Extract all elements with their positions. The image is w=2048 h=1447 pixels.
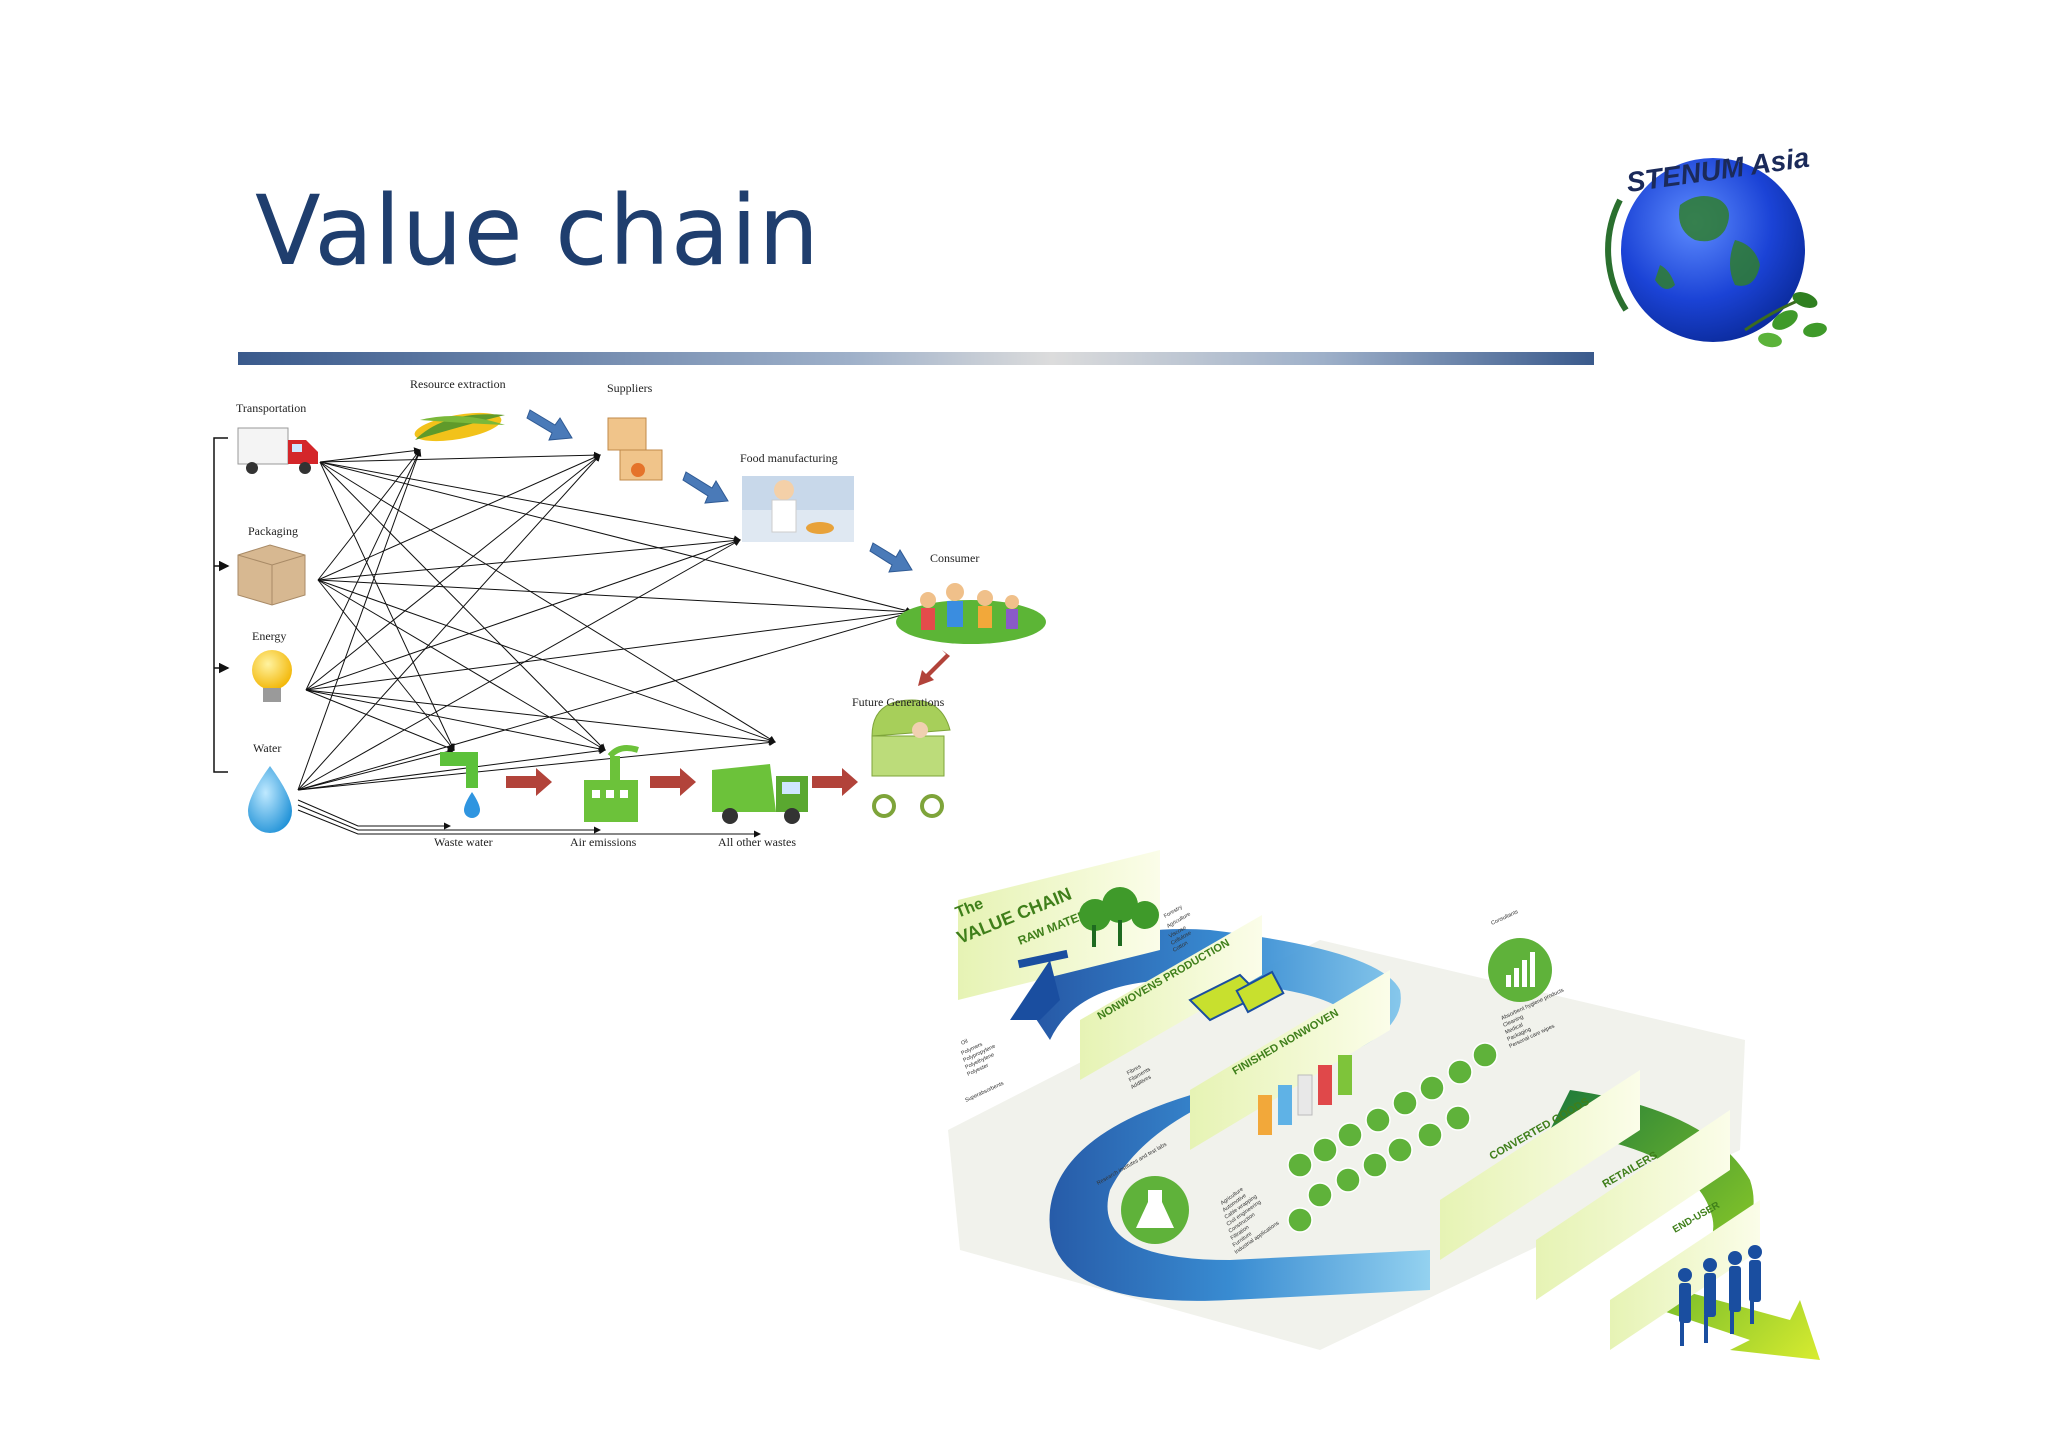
trees-icon [1079, 887, 1159, 947]
baseline-arrow-1 [297, 804, 601, 834]
title-divider [238, 352, 1594, 365]
label-all-other-wastes: All other wastes [718, 835, 796, 849]
network-arrow-3-2 [297, 539, 741, 791]
product-circle-icon [1362, 1152, 1388, 1178]
nonwovens-machine-icon [1188, 970, 1285, 1022]
label-resource-extraction: Resource extraction [410, 377, 506, 391]
product-circle-icon [1472, 1042, 1498, 1068]
corn-icon [414, 412, 505, 442]
input-network-arrows [297, 447, 913, 838]
superabsorbents-label: Superabsorbents [964, 1081, 1005, 1104]
network-arrow-3-5 [297, 747, 606, 791]
product-circle-icon [1419, 1075, 1445, 1101]
truck-icon [237, 427, 318, 474]
network-arrow-0-1 [319, 451, 601, 463]
network-arrow-3-1 [297, 454, 601, 791]
chain-arrows [526, 409, 913, 573]
product-circle-icon [1287, 1207, 1313, 1233]
network-arrow-0-2 [319, 461, 741, 543]
network-arrow-2-0 [305, 449, 421, 691]
small-text-lists: ViscoseCelluloseCottonPolymersPolypropyl… [960, 925, 1565, 1256]
consultants-chart-icon [1488, 938, 1552, 1002]
product-circle-icon [1392, 1090, 1418, 1116]
product-circle-icon [1337, 1122, 1363, 1148]
label-future-generations: Future Generations [852, 695, 945, 709]
network-arrow-0-5 [319, 461, 606, 751]
box-icon [237, 544, 306, 606]
network-arrow-1-2 [317, 537, 741, 581]
product-circle-icon [1335, 1167, 1361, 1193]
left-bracket-connector [213, 437, 230, 773]
slide-title: Value chain [255, 175, 821, 287]
nonwovens-value-chain-illustration: RAW MATERIAL NONWOVENS PRODUCTION FINISH… [948, 850, 1820, 1360]
waste-arrows [506, 650, 950, 796]
baseline-arrow-0 [297, 799, 451, 830]
supplier-boxes-icon [607, 417, 663, 481]
fabric-rolls-icon [1258, 1055, 1352, 1135]
light-bulb-icon [252, 650, 292, 702]
label-suppliers: Suppliers [607, 381, 653, 395]
product-icons [1287, 1042, 1498, 1233]
label-water: Water [253, 741, 281, 755]
stroller-icon [871, 699, 951, 818]
product-circle-icon [1312, 1137, 1338, 1163]
network-arrow-2-1 [305, 454, 601, 691]
network-arrow-3-3 [297, 610, 913, 791]
network-arrow-1-3 [317, 579, 913, 616]
product-circle-icon [1365, 1107, 1391, 1133]
network-arrow-3-6 [297, 739, 776, 791]
product-circle-icon [1417, 1122, 1443, 1148]
network-arrow-2-6 [305, 689, 776, 745]
label-consultants: Consultants [1490, 909, 1519, 927]
network-arrow-1-1 [317, 454, 601, 581]
network-arrow-1-0 [317, 449, 421, 581]
garbage-truck-icon [712, 764, 808, 824]
food-value-chain-diagram: Transportation Packaging Energy Water Re… [213, 377, 1046, 849]
label-oil: Oil [960, 1039, 969, 1047]
label-packaging: Packaging [248, 524, 298, 538]
product-circle-icon [1287, 1152, 1313, 1178]
label-air-emissions: Air emissions [570, 835, 637, 849]
network-arrow-2-3 [305, 609, 913, 691]
label-energy: Energy [252, 629, 286, 643]
network-arrow-3-4 [297, 748, 455, 791]
food-manufacturing-icon [742, 476, 854, 542]
research-flask-icon [1121, 1176, 1189, 1244]
network-arrow-1-6 [317, 579, 776, 744]
network-arrow-0-0 [319, 447, 421, 463]
water-drop-icon [248, 766, 292, 833]
baseline-arrow-2 [297, 809, 761, 838]
network-arrow-0-3 [319, 461, 913, 614]
network-arrow-2-5 [305, 689, 606, 753]
label-waste-water: Waste water [434, 835, 493, 849]
product-circle-icon [1445, 1105, 1471, 1131]
label-consumer: Consumer [930, 551, 979, 565]
label-food-manufacturing: Food manufacturing [740, 451, 838, 465]
network-arrow-0-6 [319, 461, 776, 743]
oil-pump-icon [1010, 949, 1069, 1020]
label-transportation: Transportation [236, 401, 306, 415]
end-users-silhouettes-icon [1678, 1245, 1762, 1346]
network-arrow-1-5 [317, 579, 606, 751]
network-arrow-3-0 [297, 449, 422, 791]
network-arrow-0-4 [319, 461, 455, 751]
consumer-family-icon [896, 583, 1046, 644]
product-circle-icon [1307, 1182, 1333, 1208]
factory-icon [584, 745, 639, 822]
faucet-icon [440, 752, 480, 818]
network-arrow-1-4 [317, 579, 455, 751]
network-arrow-2-2 [305, 538, 741, 691]
product-circle-icon [1387, 1137, 1413, 1163]
product-circle-icon [1447, 1059, 1473, 1085]
stenum-asia-logo: STENUM Asia [1605, 142, 1827, 348]
